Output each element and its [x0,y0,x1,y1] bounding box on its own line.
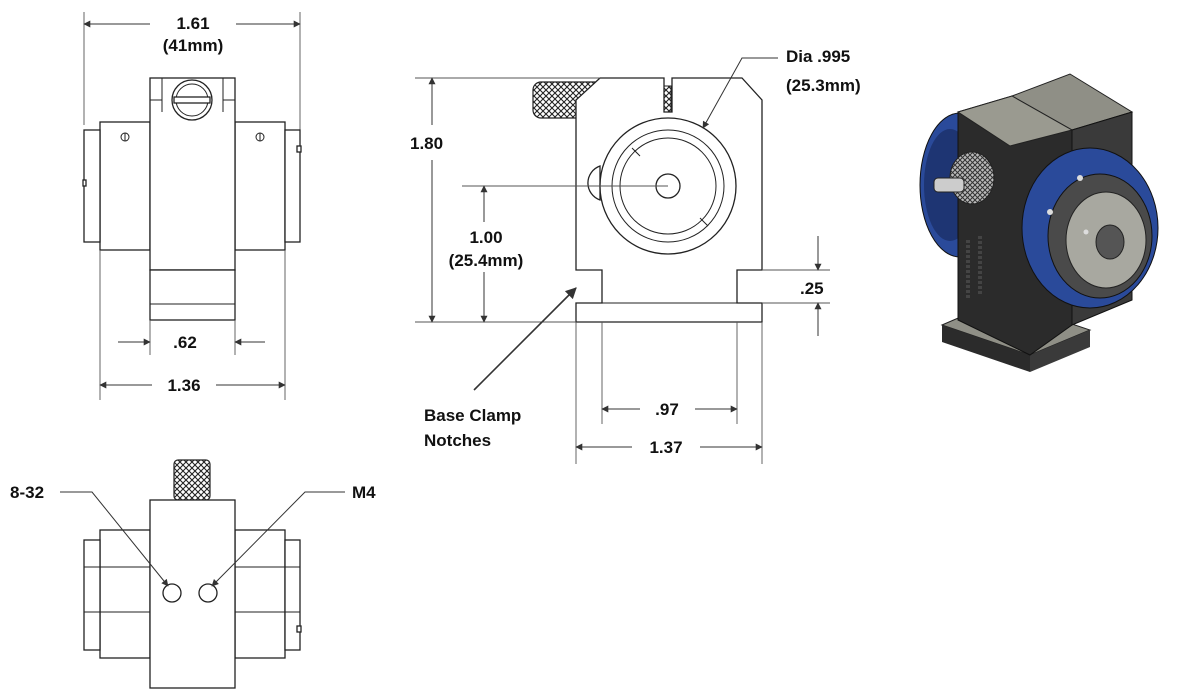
dim-height-overall: 1.80 [410,134,443,153]
label-base-clamp: Base Clamp [424,406,521,425]
small-screw-icon [120,132,130,142]
hole-m4 [198,583,218,603]
top-view: 1.61 (41mm) [82,12,302,400]
dim-base-width: 1.37 [649,438,682,457]
dim-width-top: 1.61 [176,14,209,33]
hole-8-32 [162,583,182,603]
dim-width-top-mm: (41mm) [163,36,223,55]
dim-diameter-mm: (25.3mm) [786,76,861,95]
small-screw-icon [255,132,265,142]
dim-overall-width: 1.36 [167,376,200,395]
front-view: Dia .995 (25.3mm) 1.80 1.00 (25.4mm) .25… [410,47,861,464]
label-notches: Notches [424,431,491,450]
dim-height-center-mm: (25.4mm) [449,251,524,270]
isometric-render [919,73,1159,372]
slotted-screw-icon [171,79,213,121]
dim-notch-height: .25 [800,279,824,298]
bottom-view: 8-32 M4 [10,459,376,689]
dim-center-width: .62 [173,333,197,352]
label-thread-m4: M4 [352,483,376,502]
dim-notch-span: .97 [655,400,679,419]
label-thread-8-32: 8-32 [10,483,44,502]
knurled-knob-icon [173,459,211,501]
dim-height-center: 1.00 [469,228,502,247]
dim-diameter: Dia .995 [786,47,850,66]
